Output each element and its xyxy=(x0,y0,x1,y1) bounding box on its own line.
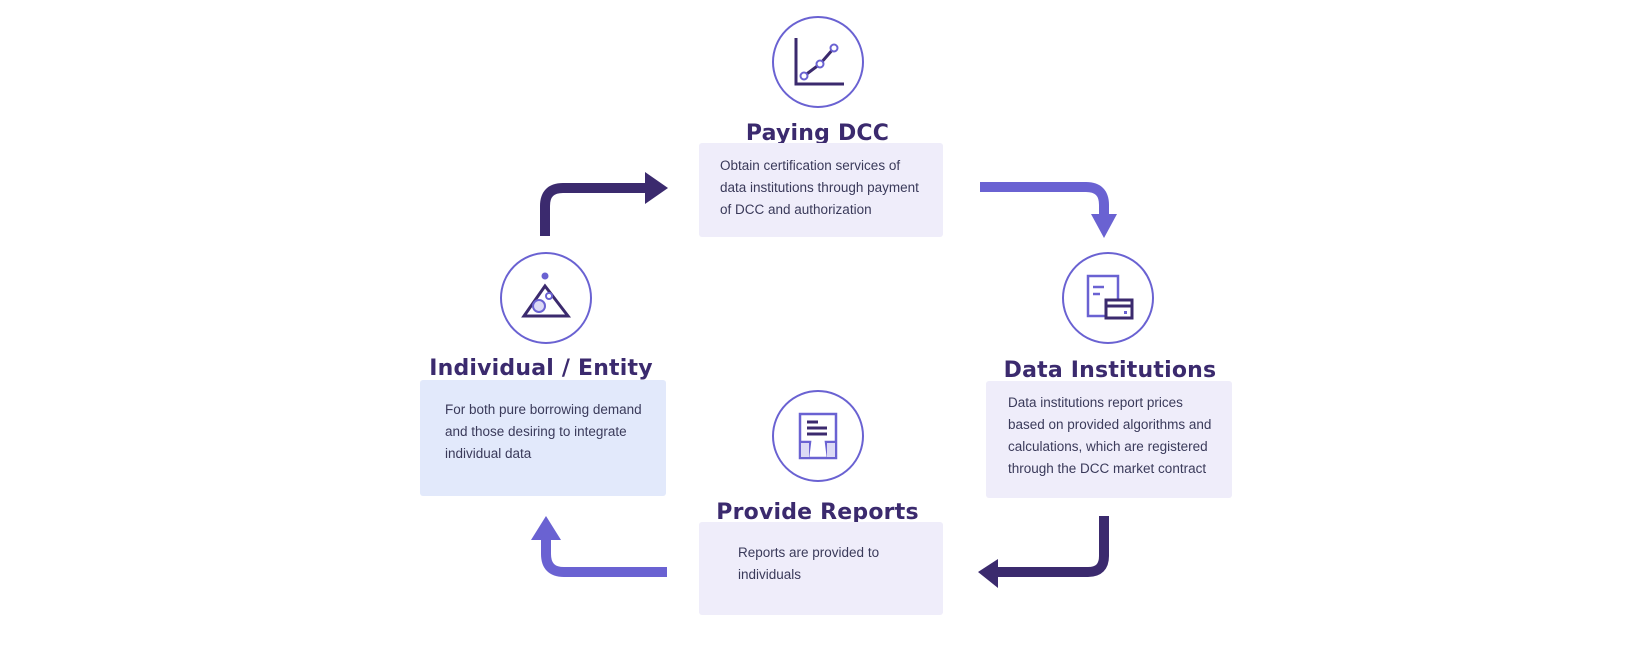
individual-entity-icon-circle xyxy=(500,252,592,344)
data-institutions-icon-circle xyxy=(1062,252,1154,344)
report-tray-icon xyxy=(798,412,838,460)
provide-reports-icon-circle xyxy=(772,390,864,482)
paying-dcc-icon-circle xyxy=(772,16,864,108)
provide-reports-title: Provide Reports xyxy=(716,500,919,525)
arrow-reports-to-individual xyxy=(531,516,667,577)
paying-dcc-title: Paying DCC xyxy=(745,121,890,146)
arrow-individual-to-paying xyxy=(540,172,668,236)
data-institutions-description: Data institutions report prices based on… xyxy=(986,381,1232,498)
individual-entity-description: For both pure borrowing demand and those… xyxy=(420,380,666,496)
document-card-icon xyxy=(1086,274,1134,320)
arrow-data-to-reports xyxy=(978,516,1109,588)
paying-dcc-description: Obtain certification services of data in… xyxy=(699,143,943,237)
individual-entity-title: Individual / Entity xyxy=(429,356,653,381)
arrow-paying-to-data xyxy=(980,182,1117,238)
provide-reports-description: Reports are provided to individuals xyxy=(699,522,943,615)
triangle-shapes-icon xyxy=(521,272,572,318)
line-chart-icon xyxy=(794,38,844,86)
data-institutions-title: Data Institutions xyxy=(1003,358,1217,383)
